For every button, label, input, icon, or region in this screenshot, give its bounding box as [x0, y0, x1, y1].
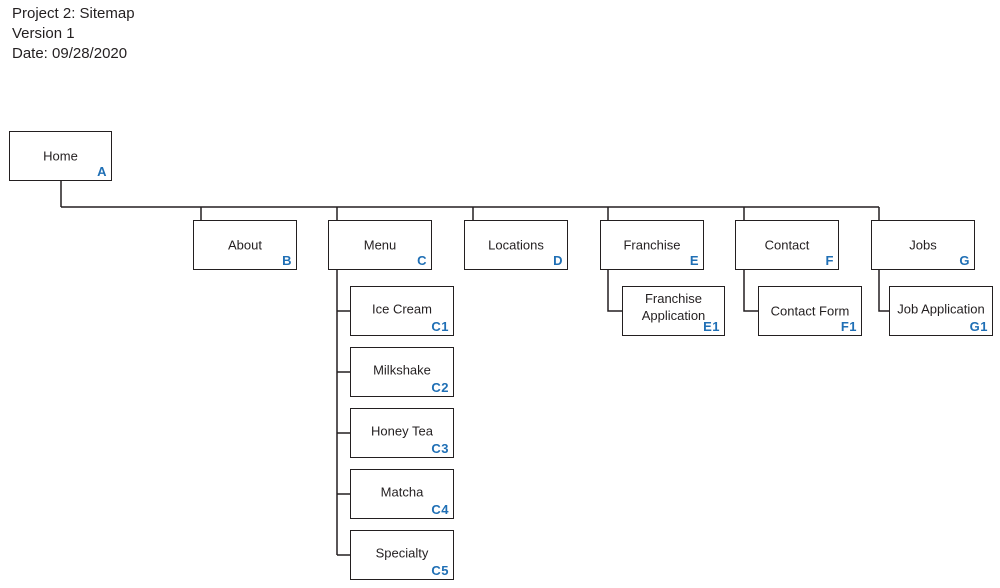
node-code: E	[689, 253, 699, 268]
node-code: E1	[703, 319, 720, 334]
node-label-line2: Application	[641, 307, 706, 323]
node-code: C1	[431, 319, 449, 334]
node-job-application: Job Application G1	[889, 286, 993, 336]
connector-g1	[878, 269, 889, 312]
node-label: Franchise	[623, 237, 681, 253]
node-code: G	[959, 253, 970, 268]
node-label: Menu	[363, 237, 397, 253]
node-menu: Menu C	[328, 220, 432, 270]
node-code: D	[553, 253, 563, 268]
node-franchise-application: Franchise Application E1	[622, 286, 725, 336]
node-code: G1	[969, 319, 988, 334]
node-jobs: Jobs G	[871, 220, 975, 270]
node-home: Home A	[9, 131, 112, 181]
node-contact-form: Contact Form F1	[758, 286, 862, 336]
node-code: C3	[431, 441, 449, 456]
date-label: Date: 09/28/2020	[12, 45, 128, 62]
connector-f1	[743, 269, 758, 312]
node-matcha: Matcha C4	[350, 469, 454, 519]
node-label: Ice Cream	[372, 301, 432, 317]
node-code: F	[825, 253, 834, 268]
node-code: C2	[431, 380, 449, 395]
node-label: Matcha	[380, 484, 424, 500]
node-about: About B	[193, 220, 297, 270]
node-ice-cream: Ice Cream C1	[350, 286, 454, 336]
node-label: Specialty	[375, 545, 429, 561]
node-label: About	[228, 237, 262, 253]
node-label: Home	[43, 148, 78, 164]
node-label: Jobs	[909, 237, 937, 253]
connector-e1	[607, 269, 622, 312]
node-label-line1: Franchise	[644, 290, 703, 306]
node-honey-tea: Honey Tea C3	[350, 408, 454, 458]
node-label: Locations	[488, 237, 544, 253]
node-franchise: Franchise E	[600, 220, 704, 270]
node-code: C	[417, 253, 427, 268]
node-code: C4	[431, 502, 449, 517]
node-label: Contact Form	[770, 303, 850, 319]
node-label: Milkshake	[373, 362, 431, 378]
node-label: Job Application	[897, 301, 985, 317]
node-specialty: Specialty C5	[350, 530, 454, 580]
node-contact: Contact F	[735, 220, 839, 270]
node-label: Honey Tea	[371, 423, 433, 439]
node-locations: Locations D	[464, 220, 568, 270]
sitemap-header: Project 2: Sitemap Version 1 Date: 09/28…	[12, 4, 135, 64]
node-code: A	[97, 164, 107, 179]
node-milkshake: Milkshake C2	[350, 347, 454, 397]
node-code: C5	[431, 563, 449, 578]
node-code: B	[282, 253, 292, 268]
version-label: Version 1	[12, 25, 75, 42]
project-title: Project 2: Sitemap	[12, 5, 135, 22]
node-label: Contact	[764, 237, 810, 253]
node-label: Franchise Application	[623, 290, 724, 324]
node-code: F1	[840, 319, 857, 334]
